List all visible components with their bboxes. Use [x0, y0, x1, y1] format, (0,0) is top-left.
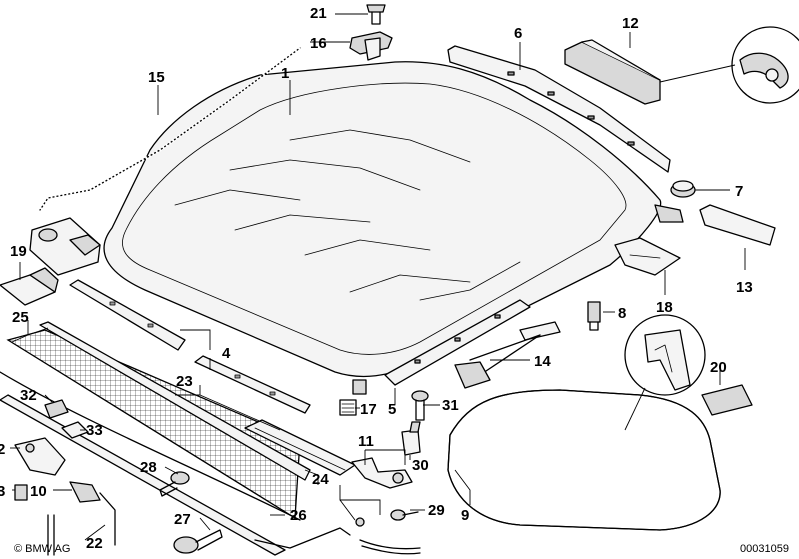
callout-14: 14 [534, 353, 551, 370]
callout-26: 26 [290, 507, 307, 524]
callout-20: 20 [710, 359, 727, 376]
callout-1: 1 [281, 65, 289, 82]
bracket-19 [0, 267, 59, 306]
roof-panel [103, 61, 684, 378]
block-32 [44, 399, 69, 419]
leader-lines [10, 13, 746, 541]
plug-29 [355, 509, 421, 555]
callout-12: 12 [622, 15, 639, 32]
callout-7: 7 [735, 183, 743, 200]
screw-21 [366, 4, 386, 25]
callout-9: 9 [461, 507, 469, 524]
bracket-30 [401, 421, 421, 456]
callout-4: 4 [222, 345, 231, 362]
screw-27 [173, 529, 223, 554]
bolt-17 [339, 379, 367, 416]
motor-2 [14, 437, 66, 476]
callout-31: 31 [442, 397, 459, 414]
seal-detail-circle [624, 314, 706, 431]
front-strip-right [384, 299, 531, 386]
screw-31 [411, 390, 429, 421]
strip-4a [69, 279, 186, 351]
stay-14 [454, 321, 561, 389]
callout-30: 30 [412, 457, 429, 474]
callout-13: 13 [736, 279, 753, 296]
callout-labels: 1 2 3 4 5 6 7 8 9 10 11 12 13 14 15 16 1… [0, 5, 753, 552]
callout-5: 5 [388, 401, 396, 418]
callout-11: 11 [358, 433, 374, 450]
copyright-text: © BMW AG [14, 543, 70, 555]
strip-4b [194, 355, 311, 414]
callout-2: 2 [0, 441, 5, 458]
trim-13 [699, 204, 776, 246]
callout-28: 28 [140, 459, 157, 476]
callout-16: 16 [310, 35, 327, 52]
screw-28 [159, 471, 190, 497]
callout-6: 6 [514, 25, 522, 42]
callout-33: 33 [86, 422, 103, 439]
callout-32: 32 [20, 387, 37, 404]
diagram-number: 00031059 [740, 543, 789, 555]
callout-15: 15 [148, 69, 165, 86]
callout-18: 18 [656, 299, 673, 316]
connector-10 [47, 481, 116, 556]
bolt-3 [14, 484, 28, 501]
seal-strip-15 [38, 46, 301, 211]
callout-10: 10 [30, 483, 47, 500]
stud-8 [587, 301, 601, 331]
pad-20 [701, 384, 753, 416]
seal-profile-12 [564, 39, 661, 105]
grommet-7 [670, 180, 696, 198]
clip-33 [61, 421, 89, 439]
callout-19: 19 [10, 243, 27, 260]
callout-22: 22 [86, 535, 103, 552]
bracket-16 [349, 31, 393, 61]
callout-24: 24 [312, 471, 329, 488]
hinge-mount-left [29, 217, 101, 276]
callout-29: 29 [428, 502, 445, 519]
callout-17: 17 [360, 401, 377, 418]
frame-bar-25 [39, 321, 311, 481]
callout-25: 25 [12, 309, 29, 326]
callout-27: 27 [174, 511, 191, 528]
side-rail-6 [447, 45, 671, 173]
bracket-18 [614, 237, 681, 276]
callout-8: 8 [618, 305, 626, 322]
callout-21: 21 [310, 5, 327, 22]
detail-circle [659, 26, 799, 104]
frame-seal-9 [447, 389, 721, 531]
callout-23: 23 [176, 373, 193, 390]
latch-11 [351, 457, 413, 489]
callout-3: 3 [0, 483, 5, 500]
